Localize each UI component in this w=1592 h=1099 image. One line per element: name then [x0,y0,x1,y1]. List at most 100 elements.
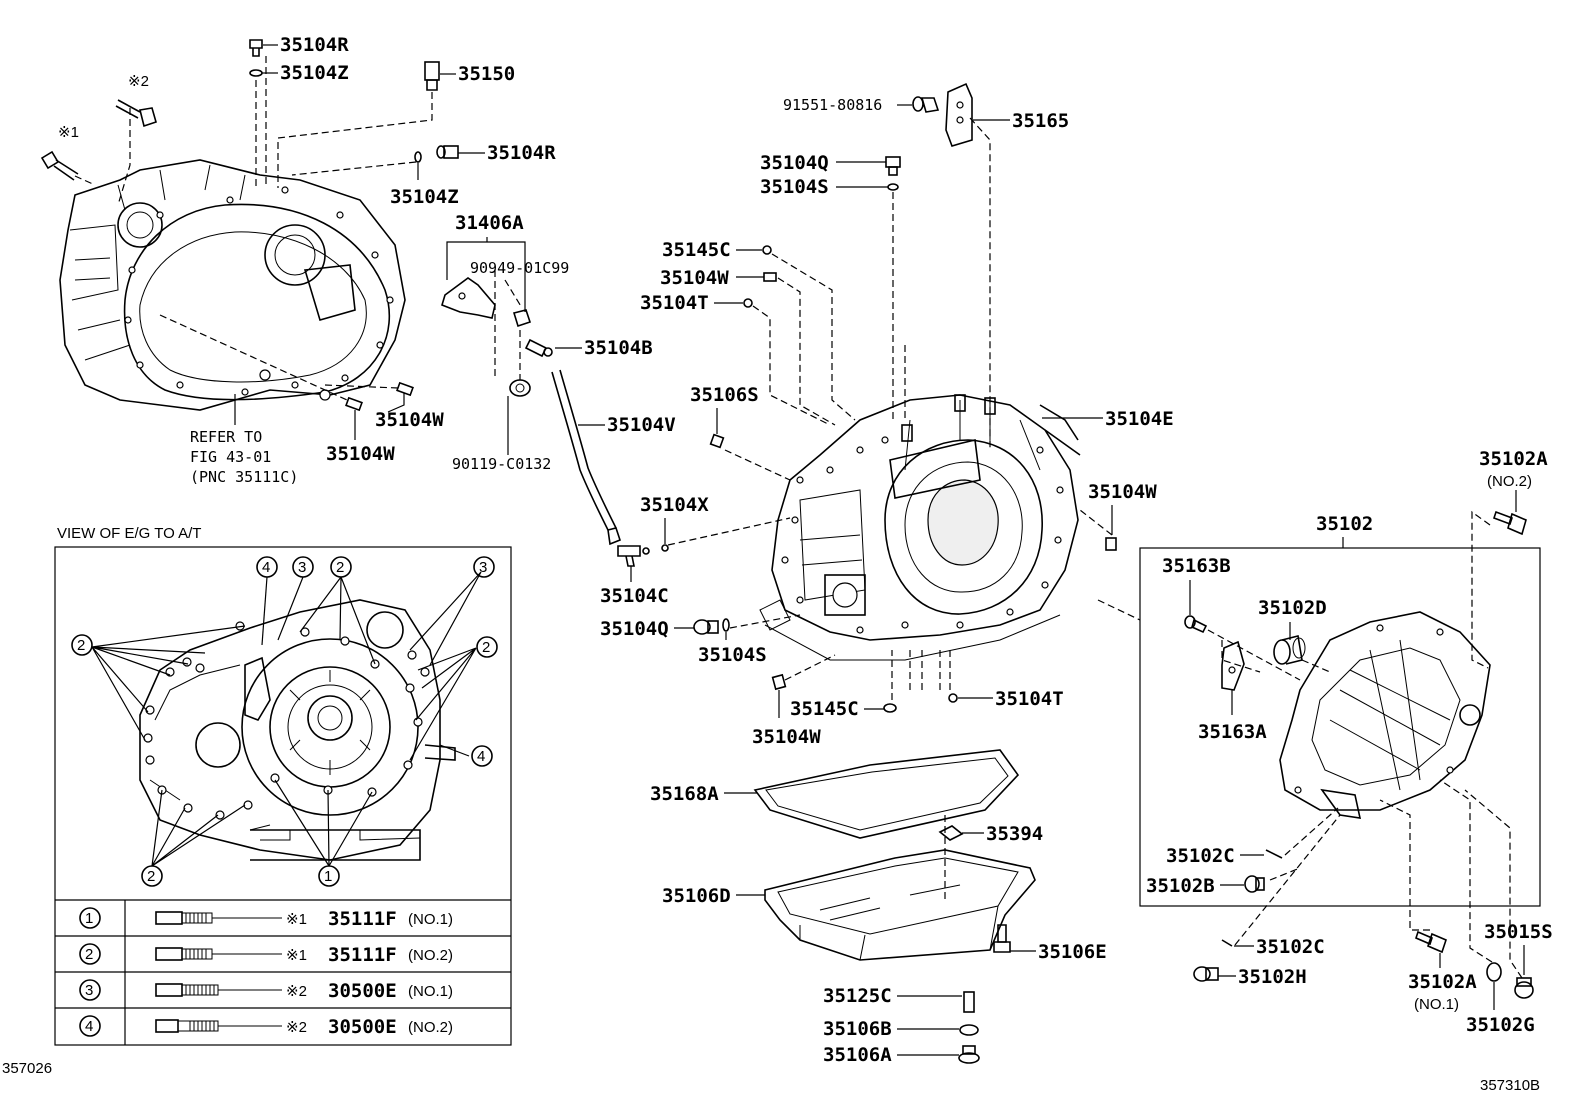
bracket-31406A-icon [441,277,496,319]
inset-callouts: 2 2 2 2 3 3 4 4 1 [71,556,498,887]
pin-35106S-icon [709,433,725,449]
group-box-35102 [1139,547,1541,907]
bolt-90119-icon [509,379,531,397]
label-35104S-bot: 35104S [698,644,767,666]
row-part: 30500E [328,980,397,1002]
row-part: 35111F [328,908,397,930]
pin-35104W-a-icon [396,381,414,397]
bearing-35102D-icon [1273,635,1306,665]
label-35102C-b: 35102C [1256,936,1325,958]
row-note: (NO.2) [408,947,453,964]
bolt-35106E-icon [993,924,1011,953]
label-35102B: 35102B [1146,875,1215,897]
clip-90949-icon [512,309,532,328]
plug-35150-icon [424,61,440,91]
label-35104W-a: 35104W [375,409,444,431]
gasket-35168A-drawing [753,749,1020,839]
label-35106S: 35106S [690,384,759,406]
callout-2: 2 [482,639,490,656]
label-35104W-e: 35104W [752,726,821,748]
row-num: 1 [85,910,93,927]
table-row: 4 ※2 30500E (NO.2) [79,1015,453,1038]
gasket-35104S-bot-icon [722,618,730,632]
oring-35104T-bot-icon [948,693,958,703]
label-35104W-c: 35104W [660,267,729,289]
label-35104E: 35104E [1105,408,1174,430]
label-35102G: 35102G [1466,1014,1535,1036]
inset-view: VIEW OF E/G TO A/T [54,525,512,1046]
label-x2: ※2 [128,73,149,90]
bolt-35102A-bot-icon [1415,930,1447,954]
table-row: 3 ※2 30500E (NO.1) [79,979,453,1002]
plug-35102B-icon [1244,875,1265,893]
label-35104W-b: 35104W [326,443,395,465]
plug-35015S-icon [1514,977,1534,999]
gasket-35104Z-mid-icon [414,151,422,163]
table-row: 1 ※1 35111F (NO.1) [79,907,453,930]
plug-35102H-icon [1193,966,1219,982]
pin-35104W-c-icon [763,272,777,282]
row-part: 30500E [328,1016,397,1038]
label-35104R-mid: 35104R [487,142,556,164]
label-31406A: 31406A [455,212,524,234]
label-35015S: 35015S [1484,921,1553,943]
label-35102D: 35102D [1258,597,1327,619]
label-35125C: 35125C [823,985,892,1007]
table-row: 2 ※1 35111F (NO.2) [79,943,453,966]
row-mark: ※1 [286,947,307,964]
part-labels: ※2 ※1 35104R 35104Z 35150 35104R 35104Z … [2,34,1553,1094]
magnet-35394-icon [938,825,964,841]
callout-1: 1 [324,868,332,885]
label-90949: 90949-01C99 [470,259,569,277]
pin-35104W-e-icon [771,673,787,691]
label-35165: 35165 [1012,110,1069,132]
refer-line-1: REFER TO [190,428,262,446]
refer-line-2: FIG 43-01 [190,448,271,466]
label-35163B: 35163B [1162,555,1231,577]
plug-35106A-icon [958,1045,980,1064]
label-35102C-a: 35102C [1166,845,1235,867]
bolt-x2-icon [115,99,157,128]
inset-bolt-table: 1 ※1 35111F (NO.1) 2 ※1 35111F (NO.2) [79,907,453,1038]
oring-35145C-bot-icon [883,703,897,713]
row-mark: ※1 [286,911,307,928]
label-35104Z-mid: 35104Z [390,186,459,208]
label-35145C-bot: 35145C [790,698,859,720]
pin-35104W-d-icon [1105,537,1117,551]
transaxle-case-drawing [759,394,1081,661]
label-35104Z-top: 35104Z [280,62,349,84]
callout-2: 2 [336,559,344,576]
inset-callout-leaders [91,571,482,867]
label-35106A: 35106A [823,1044,892,1066]
label-35102: 35102 [1316,513,1373,535]
label-x1: ※1 [58,124,79,141]
label-35106E: 35106E [1038,941,1107,963]
inset-engine-face-drawing [139,599,456,861]
union-35104C-icon [617,545,650,567]
label-35104R-top: 35104R [280,34,349,56]
inset-title: VIEW OF E/G TO A/T [57,525,201,542]
oring-35104T-top-icon [743,298,753,308]
label-35163A: 35163A [1198,721,1267,743]
bracket-35163A-icon [1221,640,1245,691]
row-note: (NO.1) [408,911,453,928]
hose-35104V-icon [551,369,617,531]
label-35106B: 35106B [823,1018,892,1040]
bracket-35165-icon [945,82,973,147]
label-35102H: 35102H [1238,966,1307,988]
label-35104S-top: 35104S [760,176,829,198]
gasket-35104S-top-icon [887,183,899,191]
gasket-35102G-icon [1486,962,1502,982]
label-35102A-bot: 35102A [1408,971,1477,993]
row-mark: ※2 [286,983,307,1000]
transaxle-housing-drawing [59,159,406,411]
label-no2-top: (NO.2) [1487,473,1532,490]
label-no1-bot: (NO.1) [1414,996,1459,1013]
row-num: 2 [85,946,93,963]
bolt-x1-icon [40,150,79,181]
plug-35104Q-bot-icon [693,619,719,635]
bolt-35102A-top-icon [1492,510,1527,536]
stud-35125C-icon [963,991,975,1013]
callout-2: 2 [77,637,85,654]
row-num: 4 [85,1018,93,1035]
